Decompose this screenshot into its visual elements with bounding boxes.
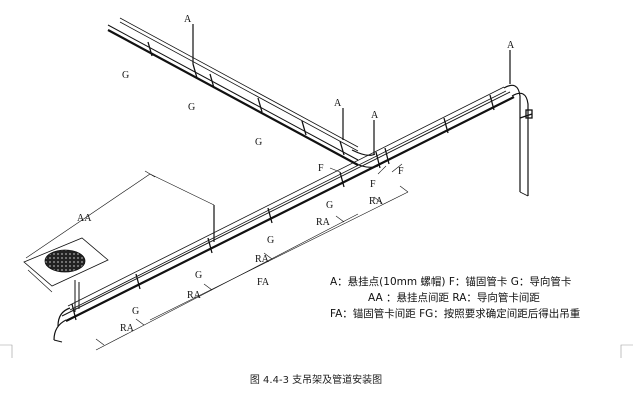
- label-A-2: A: [334, 98, 342, 109]
- label-F-3: F: [398, 166, 404, 177]
- label-A-4: A: [507, 40, 515, 51]
- hanger-rods: [192, 24, 511, 242]
- label-AA: AA: [77, 213, 92, 224]
- legend-line-2: AA ：悬挂点间距 RA：导向管卡间距: [368, 291, 540, 304]
- label-G-6: G: [195, 270, 202, 281]
- label-RA-3: RA: [255, 254, 270, 265]
- label-G-4: G: [326, 200, 333, 211]
- label-G-5: G: [267, 235, 274, 246]
- left-leg-pipe: [53, 280, 80, 343]
- figure-caption: 图 4.4-3 支吊架及管道安装图: [250, 373, 382, 386]
- label-G-1: G: [122, 70, 129, 81]
- label-G-3: G: [255, 137, 262, 148]
- diagram-labels: A A A A G G G G G G G F F F RA RA RA RA …: [77, 14, 515, 334]
- legend: A：悬挂点(10mm 螺帽) F：锚固管卡 G：导向管卡 AA ：悬挂点间距 R…: [330, 275, 580, 320]
- label-RA-5: RA: [120, 323, 135, 334]
- label-F-2: F: [370, 179, 376, 190]
- label-RA-2: RA: [316, 217, 331, 228]
- dimension-lines: [25, 163, 409, 351]
- label-G-2: G: [188, 102, 195, 113]
- floor-drain: [23, 237, 109, 293]
- right-riser-pipe: [503, 84, 529, 197]
- label-RA-1: RA: [369, 196, 384, 207]
- legend-line-1: A：悬挂点(10mm 螺帽) F：锚固管卡 G：导向管卡: [330, 275, 571, 288]
- label-F-1: F: [318, 163, 324, 174]
- legend-line-3: FA：锚固管卡间距 FG：按照要求确定间距后得出吊重: [330, 307, 580, 320]
- upper-branch-pipe: [107, 17, 379, 168]
- label-RA-4: RA: [187, 290, 202, 301]
- label-A-1: A: [184, 14, 192, 25]
- label-G-7: G: [132, 306, 139, 317]
- page-corner-marks: [0, 344, 633, 358]
- label-FA: FA: [257, 277, 270, 288]
- pipe-clamps: [71, 41, 533, 321]
- label-A-3: A: [371, 110, 379, 121]
- main-pipe: [61, 86, 515, 322]
